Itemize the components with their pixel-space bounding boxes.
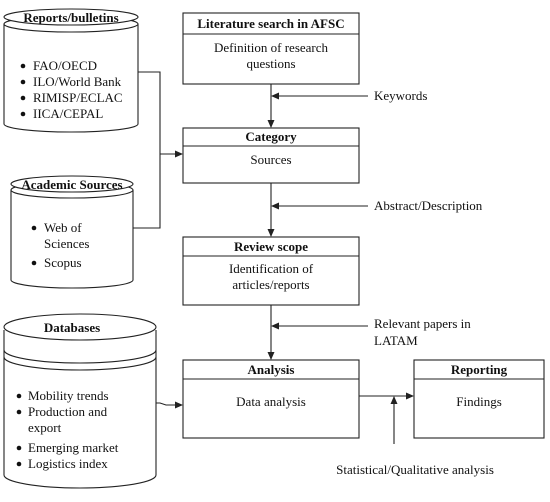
svg-text:Sources: Sources bbox=[250, 152, 291, 167]
svg-text:Statistical/Qualitative analys: Statistical/Qualitative analysis bbox=[336, 462, 494, 477]
svg-text:Identification of: Identification of bbox=[229, 261, 314, 276]
svg-text:articles/reports: articles/reports bbox=[232, 277, 309, 292]
svg-text:Production and: Production and bbox=[28, 404, 108, 419]
list-item: Emerging market bbox=[16, 440, 119, 455]
reports-bulletins-cylinder: Reports/bulletins FAO/OECD ILO/World Ban… bbox=[3, 8, 139, 133]
svg-text:Keywords: Keywords bbox=[374, 88, 427, 103]
academic-sources-cylinder: Academic Sources Web of Sciences Scopus bbox=[10, 175, 134, 289]
analysis-title: Analysis bbox=[248, 362, 295, 377]
svg-text:IICA/CEPAL: IICA/CEPAL bbox=[33, 106, 103, 121]
abstract-annotation: Abstract/Description bbox=[271, 198, 483, 213]
list-item: ILO/World Bank bbox=[20, 74, 122, 89]
svg-text:Definition of research: Definition of research bbox=[214, 40, 329, 55]
svg-text:Sciences: Sciences bbox=[44, 236, 89, 251]
list-item: Web of Sciences bbox=[31, 220, 89, 251]
academic-sources-list: Web of Sciences Scopus bbox=[31, 220, 89, 270]
relevant-papers-annotation: Relevant papers in LATAM bbox=[271, 316, 471, 348]
svg-text:Mobility trends: Mobility trends bbox=[28, 388, 109, 403]
svg-text:Emerging market: Emerging market bbox=[28, 440, 119, 455]
svg-text:ILO/World Bank: ILO/World Bank bbox=[33, 74, 122, 89]
reports-bulletins-title: Reports/bulletins bbox=[23, 10, 118, 25]
flow-arrows bbox=[267, 84, 414, 400]
academic-sources-title: Academic Sources bbox=[21, 177, 122, 192]
source-connectors bbox=[133, 71, 183, 409]
list-item: Mobility trends bbox=[16, 388, 109, 403]
databases-cylinder: Databases Mobility trends Production and… bbox=[3, 313, 157, 489]
review-scope-title: Review scope bbox=[234, 239, 308, 254]
list-item: IICA/CEPAL bbox=[20, 106, 103, 121]
svg-text:Logistics index: Logistics index bbox=[28, 456, 108, 471]
analysis-box: Analysis Data analysis bbox=[182, 359, 360, 439]
svg-text:LATAM: LATAM bbox=[374, 333, 418, 348]
literature-search-box: Literature search in AFSC Definition of … bbox=[182, 12, 360, 85]
svg-text:export: export bbox=[28, 420, 62, 435]
list-item: Logistics index bbox=[16, 456, 108, 471]
svg-text:Relevant papers in: Relevant papers in bbox=[374, 316, 471, 331]
databases-list: Mobility trends Production and export Em… bbox=[16, 388, 119, 471]
list-item: Scopus bbox=[31, 255, 82, 270]
svg-text:Data analysis: Data analysis bbox=[236, 394, 306, 409]
reporting-title: Reporting bbox=[451, 362, 508, 377]
reports-bulletins-list: FAO/OECD ILO/World Bank RIMISP/ECLAC IIC… bbox=[20, 58, 123, 121]
svg-text:Findings: Findings bbox=[456, 394, 502, 409]
reporting-box: Reporting Findings bbox=[413, 359, 545, 439]
list-item: RIMISP/ECLAC bbox=[20, 90, 123, 105]
keywords-annotation: Keywords bbox=[271, 88, 427, 103]
svg-text:Web of: Web of bbox=[44, 220, 82, 235]
svg-text:FAO/OECD: FAO/OECD bbox=[33, 58, 97, 73]
list-item: Production and export bbox=[16, 404, 108, 435]
list-item: FAO/OECD bbox=[20, 58, 97, 73]
svg-text:questions: questions bbox=[246, 56, 295, 71]
review-scope-box: Review scope Identification of articles/… bbox=[182, 236, 360, 306]
category-title: Category bbox=[245, 129, 297, 144]
svg-text:Abstract/Description: Abstract/Description bbox=[374, 198, 483, 213]
category-box: Category Sources bbox=[182, 127, 360, 184]
statistical-annotation: Statistical/Qualitative analysis bbox=[336, 396, 494, 477]
svg-text:RIMISP/ECLAC: RIMISP/ECLAC bbox=[33, 90, 123, 105]
databases-title: Databases bbox=[44, 320, 100, 335]
svg-text:Scopus: Scopus bbox=[44, 255, 82, 270]
literature-search-title: Literature search in AFSC bbox=[197, 16, 344, 31]
